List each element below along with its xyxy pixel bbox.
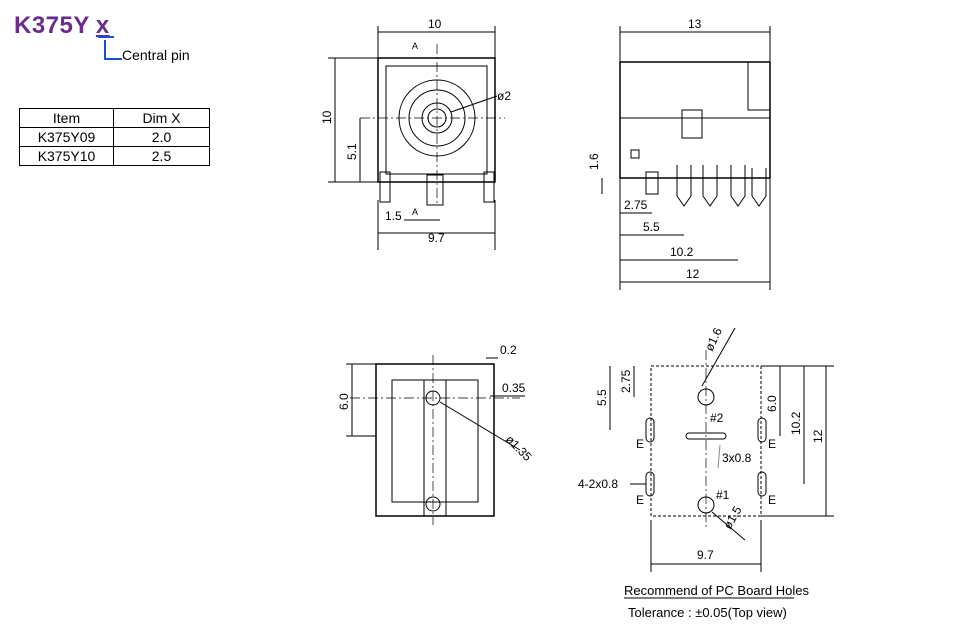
table-cell: K375Y10 <box>19 146 114 166</box>
side-pin-5 <box>751 168 767 207</box>
front-center-height-label: 5.1 <box>345 143 359 160</box>
earth-label: E <box>636 437 644 451</box>
bottom-hole-label: ø1.35 <box>503 432 535 464</box>
bottom-height-label: 6.0 <box>337 393 351 410</box>
side-length-label: 13 <box>688 17 702 31</box>
front-hole-label: ø2 <box>497 89 511 103</box>
pcb-hole-small <box>697 496 715 514</box>
side-pin-1 <box>645 171 659 195</box>
side-dim-a-label: 2.75 <box>624 198 648 212</box>
pcb-dim-9-7: 9.7 <box>697 548 714 562</box>
pin1-label: #1 <box>716 488 730 502</box>
side-view: 13 1.6 2.75 5.5 10.2 12 <box>587 17 771 290</box>
dimension-table: Item Dim X K375Y09 2.0 K375Y10 2.5 <box>19 108 210 166</box>
bottom-view: 6.0 0.2 0.35 ø1.35 <box>337 343 535 525</box>
pcb-layout: ø1.6 ø1.5 #2 #1 3x0.8 4-2x0.8 E E E E 2.… <box>578 325 834 620</box>
front-leg-right <box>483 171 495 203</box>
leader-line <box>701 327 736 387</box>
side-dim-c-label: 10.2 <box>670 245 694 259</box>
front-height-label: 10 <box>320 110 334 124</box>
central-pin-bracket <box>104 40 122 60</box>
variant-letter: x <box>95 12 110 39</box>
front-housing <box>377 57 496 183</box>
leader-line <box>717 444 721 469</box>
table-cell: 2.0 <box>113 127 210 147</box>
bottom-top-label: 0.2 <box>500 343 517 357</box>
pcb-caption: Recommend of PC Board Holes <box>624 583 809 598</box>
pcb-dim-6-0: 6.0 <box>765 395 779 412</box>
side-pin-4 <box>730 165 746 207</box>
side-dim-b-label: 5.5 <box>643 220 660 234</box>
section-mark-bottom: A <box>412 207 418 217</box>
leader-line <box>711 511 746 541</box>
pcb-side-slot <box>645 471 655 497</box>
pcb-dim-10-2: 10.2 <box>789 411 803 435</box>
pcb-hole-large-label: ø1.6 <box>702 325 725 353</box>
front-base-width-label: 9.7 <box>428 231 445 245</box>
side-latch <box>681 109 703 139</box>
pcb-side-slots-label: 4-2x0.8 <box>578 477 618 491</box>
pcb-hole-large <box>697 388 715 406</box>
bottom-hole-bottom <box>425 496 441 512</box>
side-step <box>747 61 771 111</box>
front-center-pin <box>426 174 444 206</box>
earth-label: E <box>768 493 776 507</box>
pcb-side-slot <box>757 417 767 443</box>
pcb-dim-12: 12 <box>811 429 825 443</box>
side-housing <box>619 61 771 179</box>
earth-label: E <box>768 437 776 451</box>
pcb-side-slot <box>757 471 767 497</box>
side-dim-d-label: 12 <box>686 267 700 281</box>
section-mark-top: A <box>412 41 418 51</box>
pcb-hole-small-label: ø1.5 <box>720 503 744 531</box>
leader-line <box>439 401 521 451</box>
bottom-center-slot <box>423 379 447 517</box>
front-leg-left <box>379 171 391 203</box>
table-header-item: Item <box>19 108 114 128</box>
table-row: K375Y10 2.5 <box>19 146 210 166</box>
front-pin-offset-label: 1.5 <box>385 209 402 223</box>
leader-line <box>450 95 498 113</box>
front-view: 10 10 5.1 ø2 A A 1.5 9.7 <box>320 17 511 250</box>
part-number: K375Y <box>14 12 90 39</box>
side-pin-height-label: 1.6 <box>587 153 601 170</box>
pin2-label: #2 <box>710 411 724 425</box>
variant-underline <box>98 36 114 38</box>
side-pin-2 <box>676 165 692 207</box>
side-mark <box>630 149 640 159</box>
bottom-slot-label: 0.35 <box>502 381 526 395</box>
pcb-dim-2-75: 2.75 <box>619 369 633 393</box>
pcb-tolerance: Tolerance : ±0.05(Top view) <box>628 605 787 620</box>
central-pin-label: Central pin <box>122 47 190 63</box>
bottom-housing <box>375 363 495 517</box>
pcb-center-slot <box>685 432 727 440</box>
pcb-slot-label: 3x0.8 <box>722 451 752 465</box>
front-width-label: 10 <box>428 17 442 31</box>
side-pin-3 <box>702 165 718 207</box>
pcb-side-slot <box>645 417 655 443</box>
front-inner <box>385 65 488 175</box>
earth-label: E <box>636 493 644 507</box>
pcb-dim-5-5: 5.5 <box>595 389 609 406</box>
table-cell: 2.5 <box>113 146 210 166</box>
